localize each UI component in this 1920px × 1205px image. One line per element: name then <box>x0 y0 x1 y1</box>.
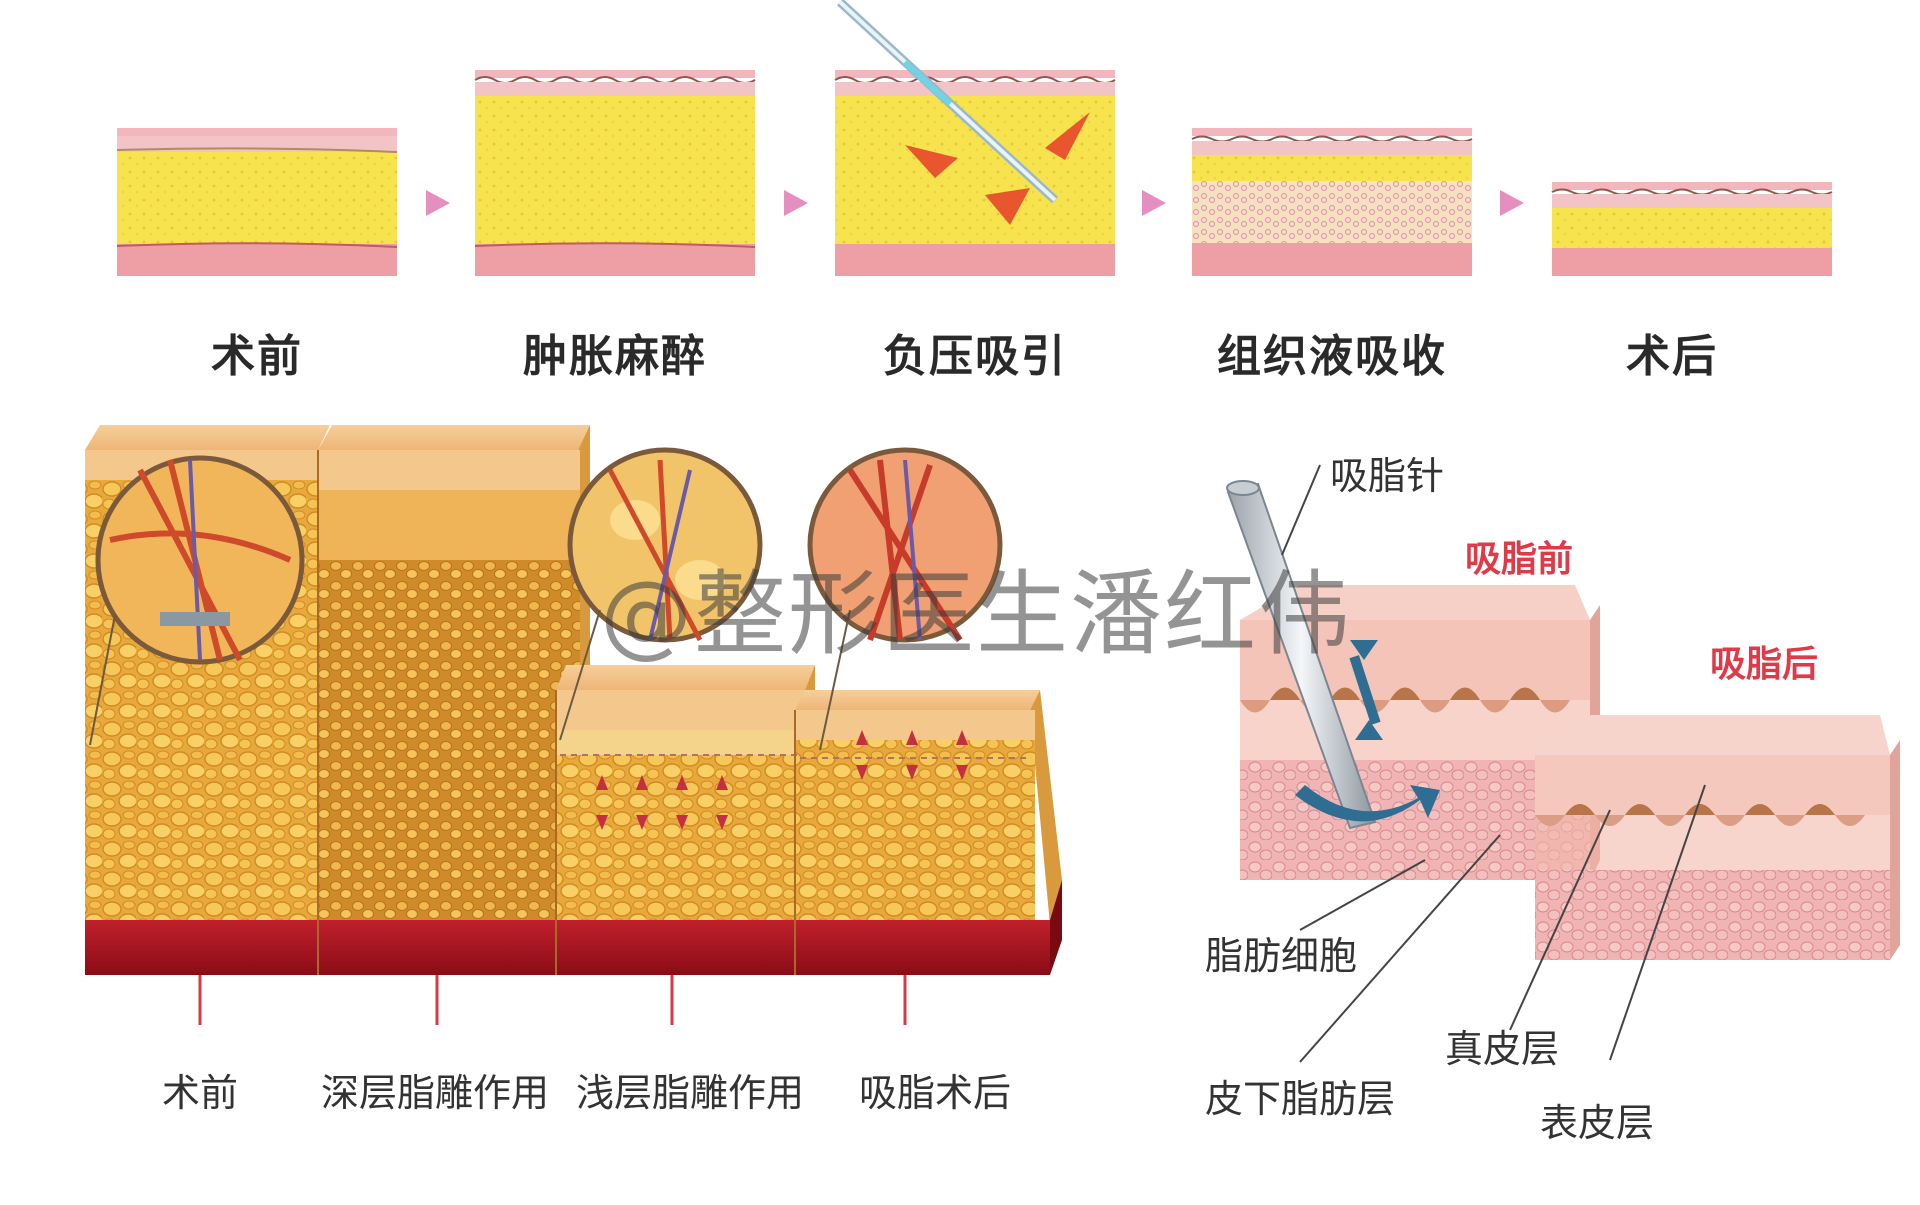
step-label-tumescent: 肿胀麻醉 <box>523 331 707 382</box>
step-label-before: 术前 <box>211 331 303 382</box>
label-fat-cell: 脂肪细胞 <box>1205 934 1358 978</box>
skin-cross-section <box>1226 464 1900 1063</box>
tissue-blocks <box>85 425 1062 1025</box>
arrow-icon <box>784 190 808 216</box>
block-label-shallow: 浅层脂雕作用 <box>575 1071 804 1115</box>
strip-before <box>116 128 398 276</box>
label-subcutaneous-fat: 皮下脂肪层 <box>1205 1077 1396 1121</box>
suction-arrow-icon <box>905 145 958 178</box>
strip-absorption <box>1191 128 1473 276</box>
block-label-after: 吸脂术后 <box>858 1071 1011 1115</box>
step-label-absorption: 组织液吸收 <box>1217 331 1447 382</box>
strip-tumescent <box>474 70 756 276</box>
label-dermis: 真皮层 <box>1445 1027 1560 1071</box>
strip-after <box>1551 182 1833 276</box>
motion-arrow-icon <box>1295 640 1440 822</box>
label-after-lipo: 吸脂后 <box>1710 644 1819 685</box>
magnifier-icon <box>559 447 763 741</box>
cannula-icon <box>1226 480 1377 830</box>
label-epidermis: 表皮层 <box>1540 1101 1655 1145</box>
arrow-icon <box>1500 190 1524 216</box>
label-before-lipo: 吸脂前 <box>1465 539 1574 580</box>
label-needle: 吸脂针 <box>1330 454 1445 498</box>
magnifier-icon <box>89 455 305 746</box>
cannula-icon <box>836 0 1059 204</box>
strip-suction <box>834 0 1116 276</box>
suction-arrow-icon <box>1045 112 1090 160</box>
step-label-after: 术后 <box>1626 331 1718 382</box>
watermark: @整形医生潘红伟 <box>600 561 1353 668</box>
block-label-deep: 深层脂雕作用 <box>320 1071 549 1115</box>
magnifier-icon <box>807 447 1003 751</box>
arrow-icon <box>426 190 450 216</box>
step-label-suction: 负压吸引 <box>883 331 1067 382</box>
arrow-icon <box>1142 190 1166 216</box>
suction-arrow-icon <box>985 188 1030 225</box>
block-label-before: 术前 <box>161 1071 238 1115</box>
